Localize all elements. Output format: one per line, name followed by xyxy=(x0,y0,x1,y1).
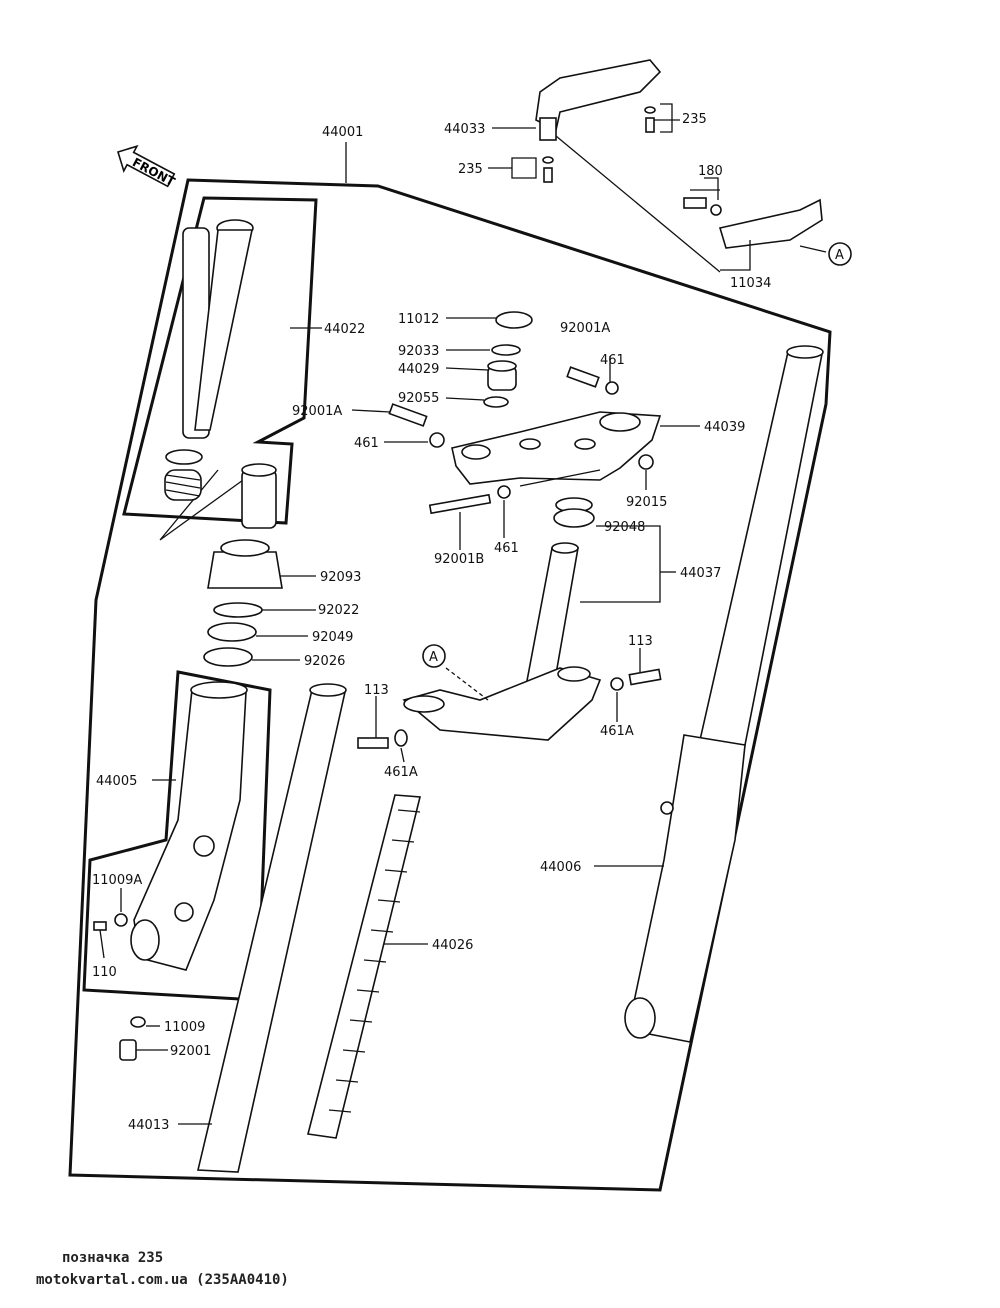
front-label: FRONT xyxy=(130,155,178,189)
label-44001: 44001 xyxy=(322,125,363,140)
bolt-92001A-right xyxy=(566,366,600,388)
bolt-92001A-left xyxy=(388,403,428,427)
clip-92022 xyxy=(213,602,263,618)
label-11012: 11012 xyxy=(398,312,439,327)
callout-a-bottom-letter: A xyxy=(429,650,438,665)
label-461A-left: 461A xyxy=(384,765,418,780)
washer-461-bottom xyxy=(497,485,511,499)
label-92022: 92022 xyxy=(318,603,359,618)
label-92026: 92026 xyxy=(304,654,345,669)
spring-44026 xyxy=(307,794,422,1139)
label-180: 180 xyxy=(698,164,723,179)
label-44005: 44005 xyxy=(96,774,137,789)
label-92033: 92033 xyxy=(398,344,439,359)
seal-92049 xyxy=(207,622,257,642)
label-113-left: 113 xyxy=(364,683,389,698)
washer-92026 xyxy=(203,647,253,667)
label-11034: 11034 xyxy=(730,276,771,291)
stem-44037 xyxy=(402,542,602,741)
label-44022: 44022 xyxy=(324,322,365,337)
label-235-bottom: 235 xyxy=(458,162,483,177)
footer-source: motokvartal.com.ua (235AA0410) xyxy=(36,1272,289,1288)
label-92049: 92049 xyxy=(312,630,353,645)
label-235-top: 235 xyxy=(682,112,707,127)
front-arrow-icon: FRONT xyxy=(117,144,178,189)
washer-461A-right xyxy=(610,677,624,691)
label-44013: 44013 xyxy=(128,1118,169,1133)
label-113-right: 113 xyxy=(628,634,653,649)
dust-seal-92093 xyxy=(207,539,283,589)
assembly-outline xyxy=(68,178,832,1192)
inner-tube-kit xyxy=(182,219,254,439)
label-44026: 44026 xyxy=(432,938,473,953)
label-44029: 44029 xyxy=(398,362,439,377)
kit-44022-outline xyxy=(122,196,318,525)
label-92055: 92055 xyxy=(398,391,439,406)
washer-461-right xyxy=(605,381,619,395)
leader-lines xyxy=(99,103,751,1125)
callout-a-top: A xyxy=(828,242,852,266)
inner-tube-44013 xyxy=(196,683,347,1173)
washer-11009A xyxy=(114,913,128,927)
label-92001B: 92001B xyxy=(434,552,484,567)
bolt-113-right xyxy=(628,668,662,686)
bolt-92001B xyxy=(428,493,492,515)
label-92001: 92001 xyxy=(170,1044,211,1059)
bracket-44033 xyxy=(535,59,662,141)
label-461A-right: 461A xyxy=(600,724,634,739)
bracket-11034 xyxy=(683,197,823,249)
label-44037: 44037 xyxy=(680,566,721,581)
label-461-right: 461 xyxy=(600,353,625,368)
bolt-92001 xyxy=(119,1039,137,1061)
callout-a-top-letter: A xyxy=(835,248,844,263)
label-11009: 11009 xyxy=(164,1020,205,1035)
label-92093: 92093 xyxy=(320,570,361,585)
screw-235-top xyxy=(644,106,656,133)
washer-461A-left xyxy=(394,729,408,747)
cap-11012 xyxy=(495,311,533,329)
bolt-113-left xyxy=(357,737,389,749)
label-92001A-left: 92001A xyxy=(292,404,342,419)
footer-caption: позначка 235 xyxy=(62,1250,164,1266)
oring-92055 xyxy=(483,396,509,408)
label-92001A-right: 92001A xyxy=(560,321,610,336)
part-labels: 44001 44033 235 235 180 11034 44022 1101… xyxy=(92,112,771,1133)
label-461-left: 461 xyxy=(354,436,379,451)
callout-a-bottom: A xyxy=(422,644,446,668)
upper-triple-clamp-44039 xyxy=(451,411,662,485)
label-92048: 92048 xyxy=(604,520,645,535)
kit-44005-outline xyxy=(82,670,272,1002)
label-92015: 92015 xyxy=(626,495,667,510)
nut-92015 xyxy=(638,454,654,470)
outer-tube-44005 xyxy=(130,681,248,971)
label-44033: 44033 xyxy=(444,122,485,137)
label-461-bottom: 461 xyxy=(494,541,519,556)
seal-parts-kit xyxy=(164,449,277,529)
ring-92033 xyxy=(491,344,521,356)
label-11009A: 11009A xyxy=(92,873,142,888)
fork-assembly-44006 xyxy=(624,345,824,1043)
screw-235-bottom xyxy=(542,156,554,183)
label-110: 110 xyxy=(92,965,117,980)
bolt-110 xyxy=(93,921,107,931)
seal-92048 xyxy=(553,497,595,528)
label-44006: 44006 xyxy=(540,860,581,875)
washer-11009 xyxy=(130,1016,146,1028)
washer-461-left xyxy=(429,432,445,448)
cap-44029 xyxy=(487,360,517,391)
label-44039: 44039 xyxy=(704,420,745,435)
